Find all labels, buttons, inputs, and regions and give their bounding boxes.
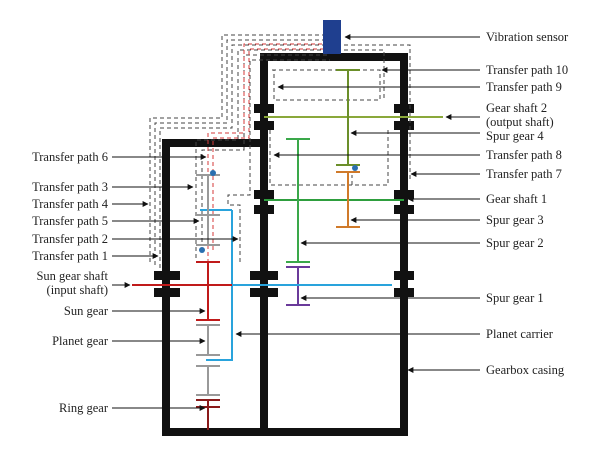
planet-gears <box>196 174 220 396</box>
bearings <box>154 104 414 297</box>
label-sun-gear: Sun gear <box>64 304 109 318</box>
label-transfer-path-5: Transfer path 5 <box>32 214 108 228</box>
label-spur-gear-4: Spur gear 4 <box>486 129 544 143</box>
label-gear-shaft-1: Gear shaft 1 <box>486 192 547 206</box>
label-spur-gear-3: Spur gear 3 <box>486 213 544 227</box>
label-transfer-path-10: Transfer path 10 <box>486 63 568 77</box>
contact-dots <box>199 165 358 253</box>
label-sun-gear-shaft: Sun gear shaft <box>36 269 108 283</box>
label-planet-gear: Planet gear <box>52 334 109 348</box>
label-ring-gear: Ring gear <box>59 401 109 415</box>
label-sun-gear-shaft-input: (input shaft) <box>47 283 108 297</box>
leader-lines <box>112 34 480 411</box>
sun-gear-shaft <box>132 261 232 321</box>
label-gearbox-casing: Gearbox casing <box>486 363 565 377</box>
label-transfer-path-3: Transfer path 3 <box>32 180 108 194</box>
label-transfer-path-8: Transfer path 8 <box>486 148 562 162</box>
label-gear-shaft-2-output: (output shaft) <box>486 115 554 129</box>
label-vibration-sensor: Vibration sensor <box>486 30 569 44</box>
label-transfer-path-6: Transfer path 6 <box>32 150 108 164</box>
label-spur-gear-2: Spur gear 2 <box>486 236 544 250</box>
spur-gear-3 <box>336 171 360 228</box>
label-transfer-path-4: Transfer path 4 <box>32 197 109 211</box>
label-transfer-path-9: Transfer path 9 <box>486 80 562 94</box>
ring-gear <box>196 399 220 430</box>
planet-carrier <box>200 209 392 361</box>
label-spur-gear-1: Spur gear 1 <box>486 291 544 305</box>
label-planet-carrier: Planet carrier <box>486 327 554 341</box>
transfer-path-red <box>207 43 330 270</box>
spur-gear-4 <box>336 69 360 166</box>
labels-left: Transfer path 6 Transfer path 3 Transfer… <box>32 150 109 415</box>
spur-gear-2 <box>286 138 310 263</box>
vibration-sensor <box>323 20 341 54</box>
labels-right: Vibration sensor Transfer path 10 Transf… <box>486 30 569 377</box>
transfer-paths-dashed <box>149 34 411 268</box>
label-transfer-path-7: Transfer path 7 <box>486 167 562 181</box>
label-transfer-path-2: Transfer path 2 <box>32 232 108 246</box>
label-transfer-path-1: Transfer path 1 <box>32 249 108 263</box>
label-gear-shaft-2: Gear shaft 2 <box>486 101 547 115</box>
